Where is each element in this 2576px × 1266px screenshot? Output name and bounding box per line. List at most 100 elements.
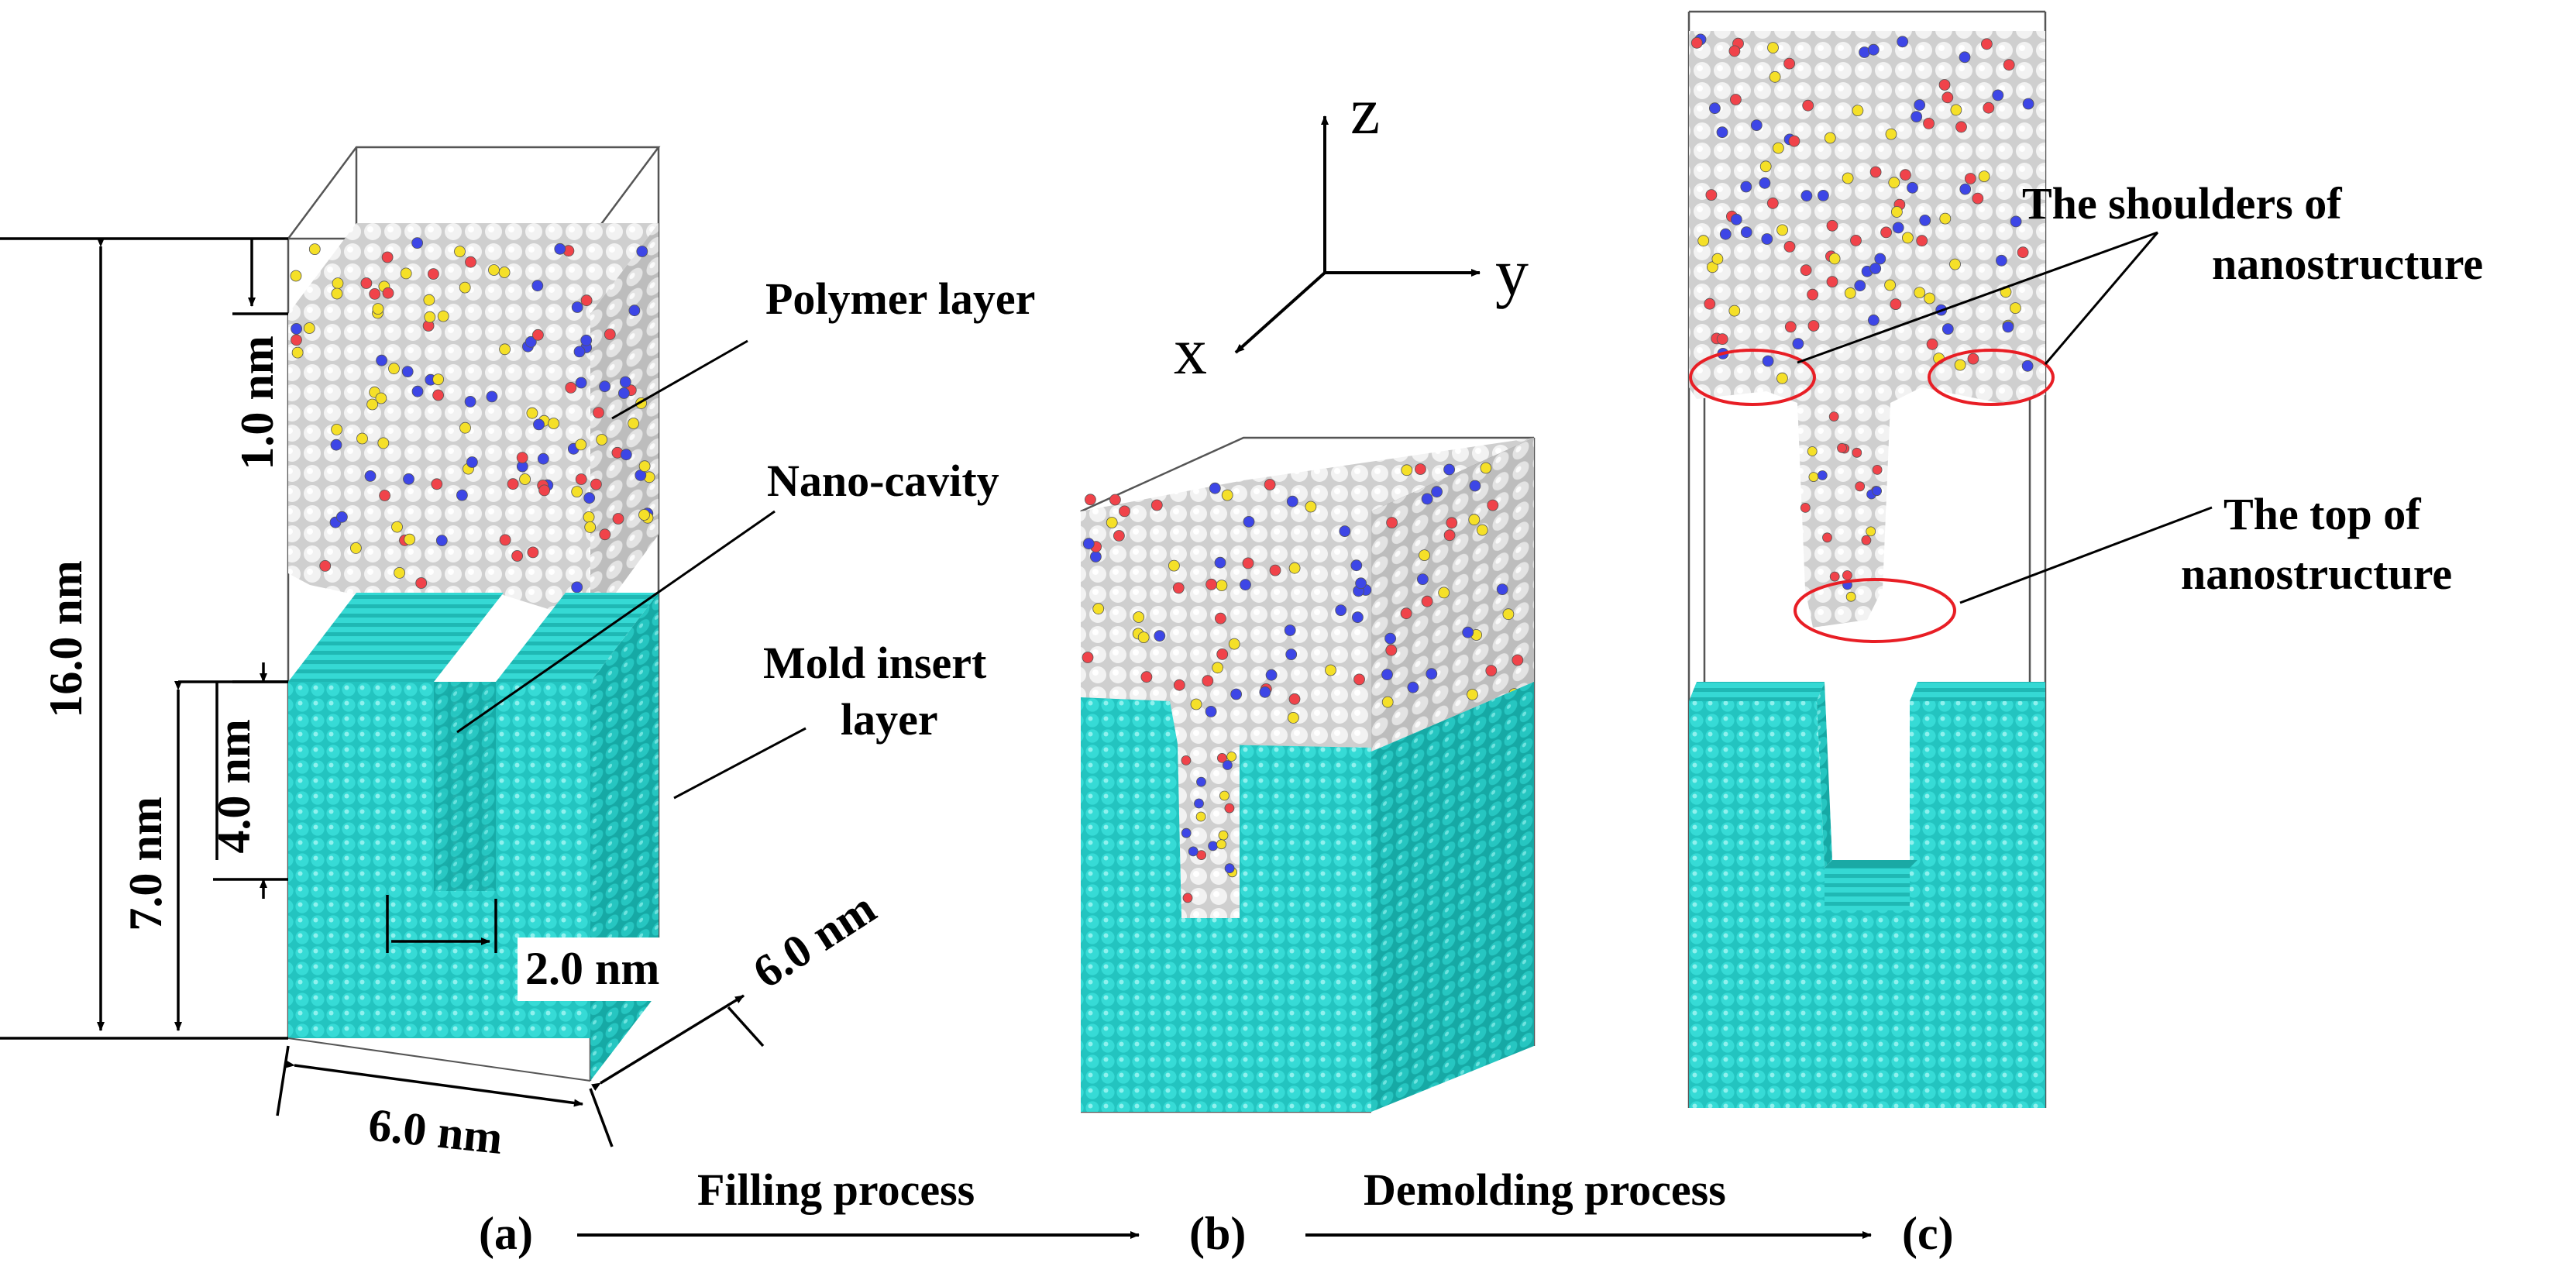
demolding-process-label: Demolding process [1364, 1165, 1726, 1215]
cavity-width-label-bg [518, 937, 672, 1001]
shoulders-label-line1: The shoulders of [2022, 178, 2342, 229]
polymer-atom [1205, 578, 1217, 590]
shoulders-label-line2: nanostructure [2212, 239, 2483, 289]
polymer-atom [1817, 189, 1829, 201]
polymer-atom [332, 277, 344, 290]
polymer-atom [1172, 582, 1185, 594]
polymer-atom [1467, 689, 1478, 700]
polymer-atom [1938, 79, 1951, 91]
polymer-atom [1844, 287, 1856, 299]
polymer-atom [1385, 644, 1398, 656]
polymer-atom [1443, 529, 1456, 542]
polymer-atom [1939, 212, 1952, 225]
polymer-atom [1955, 121, 1967, 133]
polymer-atom [1800, 503, 1811, 513]
polymer-atom [1850, 234, 1862, 246]
polymer-atom [1964, 173, 1976, 184]
panel-b [1080, 436, 1536, 1113]
polymer-atom [1995, 254, 2007, 267]
polymer-atom [372, 303, 384, 315]
panel-c-polymer [1689, 31, 2045, 628]
polymer-atom [464, 396, 476, 408]
polymer-atom [1842, 570, 1852, 580]
polymer-atom [499, 534, 511, 546]
polymer-atom [1384, 632, 1396, 645]
polymer-atom [1697, 235, 1710, 247]
polymer-atom [1783, 57, 1796, 70]
polymer-atom [1719, 228, 1732, 240]
polymer-atom [519, 473, 531, 485]
y-axis-label: y [1495, 235, 1529, 309]
panel-c-mold-insert [1689, 682, 2045, 1108]
polymer-atom [1788, 135, 1800, 147]
polymer-atom [1729, 94, 1742, 105]
polymer-atom [1438, 587, 1450, 599]
polymer-atom [1776, 224, 1789, 236]
polymer-atom [376, 354, 388, 366]
polymer-atom [1740, 181, 1752, 193]
polymer-atom [1828, 411, 1839, 421]
x-axis-label: x [1174, 314, 1207, 388]
depth-label: 6.0 nm [744, 882, 884, 998]
polymer-atom [356, 432, 368, 445]
polymer-atom [1386, 517, 1398, 528]
polymer-atom [1242, 557, 1254, 569]
polymer-atom [1223, 760, 1233, 770]
polymer-atom [1259, 686, 1271, 698]
polymer-atom [1880, 226, 1893, 239]
polymer-atom [1421, 595, 1433, 607]
polymer-atom [620, 449, 632, 461]
polymer-atom [1706, 261, 1718, 273]
polymer-atom [1119, 505, 1130, 518]
polymer-atom [619, 376, 631, 388]
gap-label: 1.0 nm [232, 335, 283, 470]
polymer-atom [1924, 292, 1936, 304]
polymer-atom [360, 277, 373, 289]
nano-cavity-label: Nano-cavity [767, 456, 999, 506]
polymer-atom [532, 329, 544, 341]
polymer-atom [1759, 160, 1772, 173]
polymer-atom [1113, 530, 1125, 542]
polymer-atom [431, 478, 443, 490]
polymer-atom [538, 484, 550, 497]
polymer-atom [2002, 321, 2014, 333]
polymer-atom [423, 294, 435, 306]
panel-a-leader-lines [456, 339, 807, 800]
polymer-atom [1194, 798, 1204, 809]
polymer-atom [1978, 170, 1990, 183]
polymer-atom [1845, 591, 1856, 602]
polymer-atom [1852, 105, 1864, 117]
panel-a-polymer-layer [288, 223, 659, 628]
polymer-atom [1852, 447, 1862, 458]
polymer-atom [1196, 776, 1206, 787]
polymer-atom [1885, 128, 1897, 140]
polymer-atom [1202, 675, 1214, 687]
polymer-atom [499, 343, 511, 356]
polymer-atom [1150, 499, 1163, 511]
polymer-atom [1217, 753, 1227, 763]
polymer-atom [575, 377, 587, 389]
polymer-atom [1154, 630, 1166, 642]
polymer-atom [1181, 827, 1192, 838]
polymer-atom [1897, 36, 1909, 48]
polymer-atom [411, 237, 423, 249]
polymer-atom [364, 470, 377, 482]
polymer-atom [1817, 470, 1828, 480]
polymer-atom [590, 478, 602, 490]
shoulder-right-highlight [1928, 349, 2055, 406]
polymer-atom [1776, 372, 1788, 384]
polymer-atom [1133, 611, 1145, 623]
top-highlight [1794, 578, 1956, 643]
polymer-atom [456, 489, 468, 501]
polymer-atom [1899, 169, 1911, 181]
polymer-atom [575, 473, 587, 485]
top-label-line1: The top of [2223, 489, 2421, 539]
polymer-atom [537, 452, 549, 465]
polymer-atom [488, 264, 500, 276]
shoulder-left-highlight [1689, 349, 1816, 406]
polymer-atom [1284, 624, 1296, 636]
polymer-atom [1740, 226, 1752, 239]
polymer-atom [1109, 494, 1121, 506]
polymer-atom [1415, 463, 1426, 475]
polymer-atom [454, 246, 466, 258]
